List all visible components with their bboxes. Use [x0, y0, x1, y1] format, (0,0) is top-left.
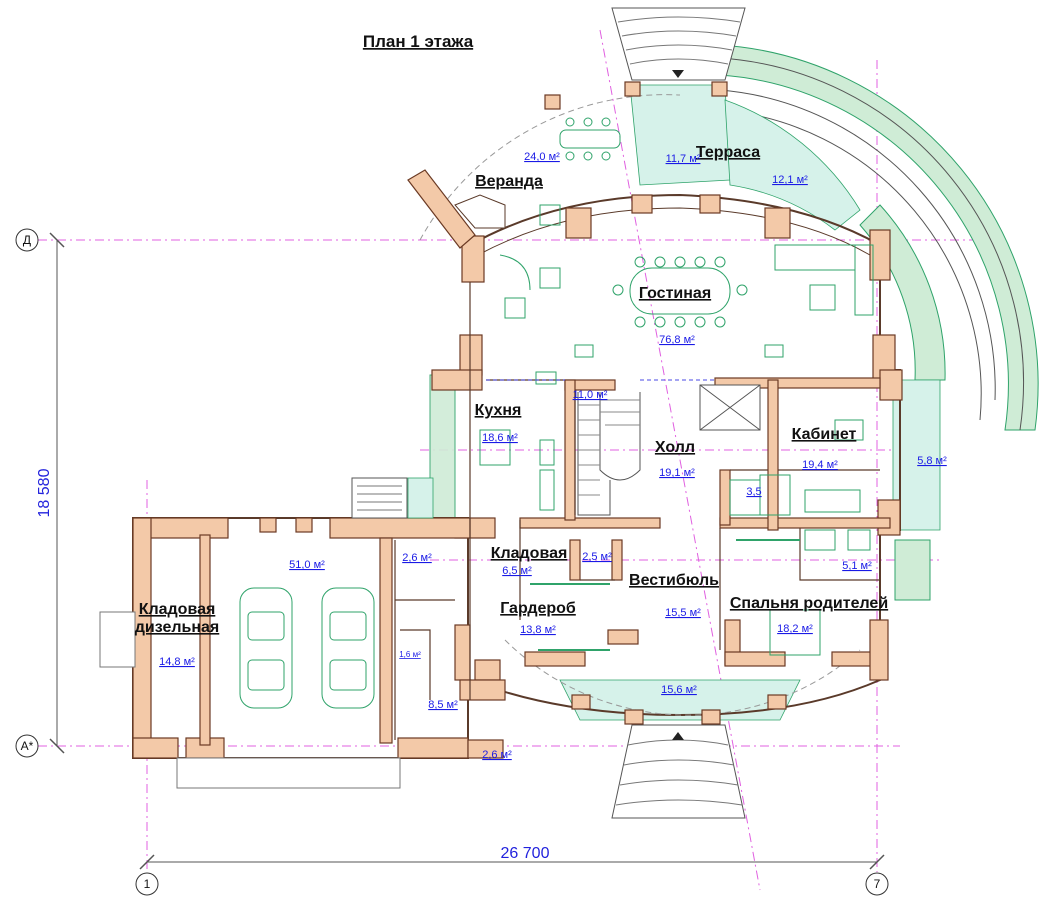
partitions: [394, 282, 880, 740]
area-shower-cab: 3,5: [746, 486, 761, 498]
area-living: 76,8 м²: [659, 334, 695, 346]
room-wardrobe: Гардероб: [500, 600, 576, 617]
area-terrace-right: 12,1 м²: [772, 174, 808, 186]
room-kitchen: Кухня: [475, 402, 522, 419]
area-bedroom: 18,2 м²: [777, 623, 813, 635]
area-hall: 19,1 м²: [659, 467, 695, 479]
terrace-floor: [559, 84, 941, 721]
veranda-wing: [407, 169, 506, 249]
top-steps: [611, 7, 746, 81]
plan-title: План 1 этажа: [363, 32, 474, 51]
wardrobe-racks: [530, 539, 800, 651]
dimension-vertical: 18 580: [36, 232, 65, 754]
room-vestibule: Вестибюль: [629, 572, 719, 589]
room-cabinet: Кабинет: [792, 426, 857, 443]
area-balcony-right: 5,8 м²: [917, 455, 947, 467]
room-veranda: Веранда: [475, 173, 543, 190]
room-living: Гостиная: [639, 285, 711, 302]
area-pantry-small: 1,6 м²: [399, 650, 421, 659]
bottom-steps: [611, 724, 746, 819]
area-veranda: 24,0 м²: [524, 151, 560, 163]
room-bedroom: Спальня родителей: [730, 595, 888, 612]
room-terrace: Терраса: [696, 144, 760, 161]
area-terrace-left: 11,7 м²: [666, 153, 701, 165]
room-diesel-line2: дизельная: [135, 619, 220, 636]
area-kitchen: 18,6 м²: [482, 432, 518, 444]
svg-text:Д: Д: [23, 233, 31, 247]
room-diesel-line1: Кладовая: [139, 601, 216, 618]
dimension-vertical-label: 18 580: [36, 468, 53, 517]
area-vestibule: 15,5 м²: [665, 607, 701, 619]
axis-marker-top: Д: [15, 228, 39, 252]
room-hall: Холл: [655, 439, 695, 456]
hall-stair: [577, 384, 761, 516]
area-wc-garage: 2,6 м²: [402, 552, 432, 564]
area-diesel: 14,8 м²: [159, 656, 195, 668]
svg-text:7: 7: [874, 877, 881, 891]
dimension-horizontal: 26 700: [139, 845, 885, 870]
area-storage: 6,5 м²: [502, 565, 532, 577]
veranda-furniture: [539, 117, 621, 226]
dimension-horizontal-label: 26 700: [501, 845, 550, 862]
area-wardrobe: 13,8 м²: [520, 624, 556, 636]
living-furniture: [499, 244, 874, 358]
area-porch: 15,6 м²: [661, 684, 697, 696]
cabinet-furniture: [729, 419, 864, 516]
axis-marker-left: 1: [135, 872, 159, 896]
room-storage: Кладовая: [491, 545, 568, 562]
area-bath-bed: 5,1 м²: [842, 560, 872, 572]
axis-marker-bottom: А*: [15, 734, 39, 758]
area-entry-small: 2,6 м²: [482, 749, 512, 761]
axis-marker-right: 7: [865, 872, 889, 896]
wall-piers: [431, 81, 903, 725]
area-boiler: 8,5 м²: [428, 699, 458, 711]
area-wc-storage: 2,5 м²: [582, 551, 612, 563]
garage-block: [99, 477, 506, 789]
area-garage: 51,0 м²: [289, 559, 325, 571]
area-hall-stair: 11,0 м²: [573, 389, 608, 401]
bedroom-furniture: [769, 529, 871, 656]
area-cabinet: 19,4 м²: [802, 459, 838, 471]
kitchen-furniture: [479, 371, 557, 511]
svg-text:А*: А*: [21, 739, 34, 753]
svg-text:1: 1: [144, 877, 151, 891]
